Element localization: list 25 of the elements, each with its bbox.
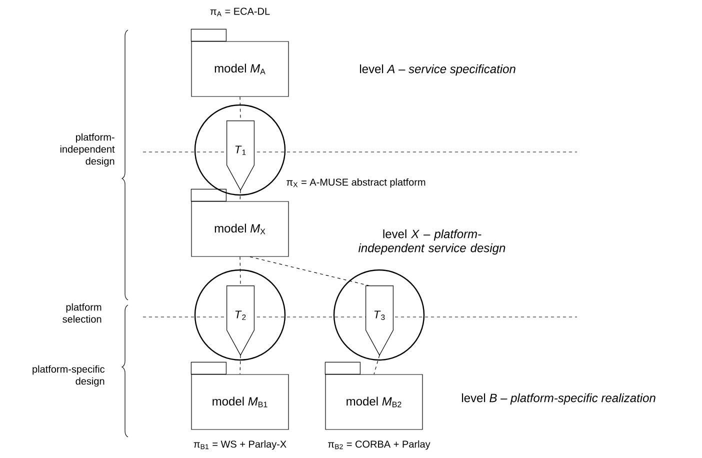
phase-label: platform selection — [62, 303, 102, 323]
model-package: model M$_{A}$ — [190, 28, 289, 97]
level-label: level X – platform-independent service design — [358, 229, 506, 255]
model-package: model M$_{X}$ — [190, 188, 289, 257]
platform-label: π$_{A}$ = ECA-DL — [210, 8, 270, 16]
connector-line — [374, 354, 380, 374]
platform-label: π$_{B2}$ = CORBA + Parlay — [328, 440, 430, 450]
phase-label: platform-independent design — [60, 133, 115, 167]
platform-label: π$_{B1}$ = WS + Parlay-X — [194, 440, 286, 450]
model-package: model M$_{B2}$ — [324, 362, 423, 430]
platform-label: π$_{X}$ = A-MUSE abstract platform — [286, 178, 426, 188]
connector-line — [240, 190, 241, 202]
transformation-pentagon: T$_{2}$ — [226, 286, 254, 356]
transformation-pentagon: T$_{3}$ — [366, 286, 394, 356]
connector-line — [240, 256, 241, 286]
transformation-circle — [333, 269, 425, 361]
transformation-circle — [194, 104, 286, 196]
phase-label: platform-specific design — [32, 365, 105, 387]
level-label: level A – service specification — [360, 64, 516, 76]
model-package: model M$_{B1}$ — [190, 362, 289, 430]
level-label: level B – platform-specific realization — [462, 393, 656, 405]
connector-line — [240, 354, 241, 374]
transformation-pentagon: T$_{1}$ — [226, 120, 254, 191]
connector-line — [250, 256, 370, 286]
transformation-circle — [194, 269, 286, 361]
